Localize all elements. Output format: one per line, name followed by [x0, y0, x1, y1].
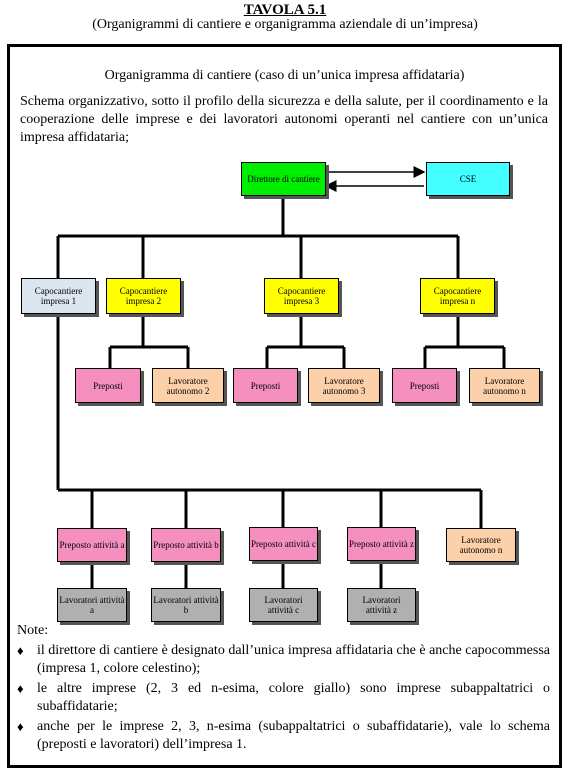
cse-box: CSE	[426, 162, 510, 196]
preposti-impresa-3-box: Preposti	[233, 368, 298, 403]
section-intro: Schema organizzativo, sotto il profilo d…	[20, 94, 548, 145]
diamond-bullet-icon: ♦	[17, 719, 24, 734]
note-item: ♦ le altre imprese (2, 3 ed n-esima, col…	[17, 680, 550, 716]
preposto-attivita-b-box: Preposto attività b	[151, 528, 221, 562]
preposto-attivita-c-box: Preposto attività c	[249, 527, 318, 561]
diamond-bullet-icon: ♦	[17, 643, 24, 658]
lavoratore-autonomo-2-box: Lavoratore autonomo 2	[152, 368, 224, 403]
preposti-impresa-2-box: Preposti	[75, 368, 141, 403]
lavoratori-attivita-c-box: Lavoratori attività c	[249, 588, 318, 622]
capocantiere-impresa-1-box: Capocantiere impresa 1	[21, 278, 96, 314]
preposto-attivita-a-box: Preposto attività a	[57, 528, 127, 562]
note-text: il direttore di cantiere è designato dal…	[37, 643, 550, 676]
direttore-cantiere-box: Direttore di cantiere	[241, 162, 326, 196]
note-text: anche per le imprese 2, 3, n-esima (suba…	[37, 719, 550, 752]
lavoratori-attivita-z-box: Lavoratori attività z	[347, 588, 416, 622]
preposto-attivita-z-box: Preposto attività z	[347, 527, 416, 561]
note-item: ♦ il direttore di cantiere è designato d…	[17, 642, 550, 678]
page-subtitle: (Organigrammi di cantiere e organigramma…	[92, 17, 478, 32]
preposti-impresa-n-box: Preposti	[392, 368, 457, 403]
lavoratore-autonomo-3-box: Lavoratore autonomo 3	[308, 368, 380, 403]
diamond-bullet-icon: ♦	[17, 681, 24, 696]
section-heading: Organigramma di cantiere (caso di un’uni…	[104, 68, 465, 83]
capocantiere-impresa-2-box: Capocantiere impresa 2	[106, 278, 181, 314]
lavoratori-attivita-a-box: Lavoratori attività a	[57, 588, 127, 622]
capocantiere-impresa-n-box: Capocantiere impresa n	[420, 278, 495, 314]
note-item: ♦ anche per le imprese 2, 3, n-esima (su…	[17, 718, 550, 754]
lavoratori-attivita-b-box: Lavoratori attività b	[151, 588, 221, 622]
notes-title: Note:	[17, 623, 49, 638]
note-text: le altre imprese (2, 3 ed n-esima, color…	[37, 681, 550, 714]
notes-section: Note: ♦ il direttore di cantiere è desig…	[17, 622, 550, 756]
notes-list: ♦ il direttore di cantiere è designato d…	[17, 642, 550, 754]
content-frame: Organigramma di cantiere (caso di un’uni…	[7, 44, 562, 768]
capocantiere-impresa-3-box: Capocantiere impresa 3	[264, 278, 339, 314]
lavoratore-autonomo-n-box: Lavoratore autonomo n	[469, 368, 540, 403]
lavoratore-autonomo-n-attivita-box: Lavoratore autonomo n	[446, 528, 516, 562]
page-title: TAVOLA 5.1	[243, 2, 327, 18]
